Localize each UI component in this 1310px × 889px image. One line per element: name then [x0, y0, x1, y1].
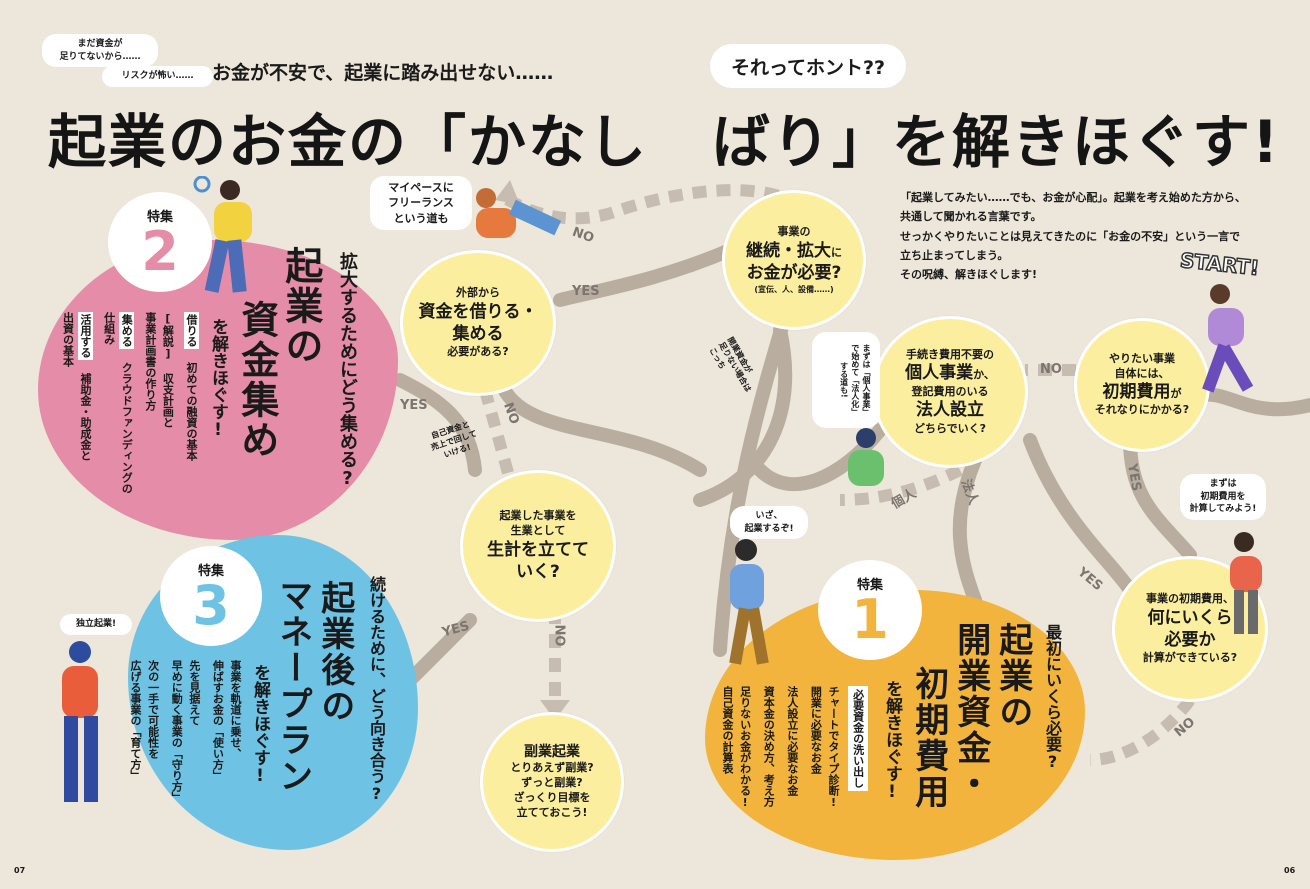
speech-dokuritsu: 独立起業!: [60, 614, 132, 635]
node-keizoku-kakudai: 事業の 継続・拡大に お金が必要? (宣伝、人、設備……): [722, 190, 866, 330]
person-phone-illustration: [1230, 532, 1262, 634]
node-kojin-hojin: 手続き費用不要の 個人事業か、 登記費用のいる 法人設立 どちらでいく?: [872, 316, 1028, 468]
node-shoki-hiyo: やりたい事業 自体には、 初期費用が それなりにかかる?: [1074, 318, 1210, 452]
question-badge: それってホント??: [710, 44, 906, 88]
feature2-badge: 特集 2: [108, 192, 212, 292]
feature2-item: 集める クラウドファンディングの 仕組み: [102, 312, 135, 494]
worry-bubble-risk: リスクが怖い……: [102, 66, 213, 87]
feature2-subtitle: を解きほぐす!: [208, 318, 228, 440]
lead-text: お金が不安で、起業に踏み出せない……: [212, 62, 554, 84]
speech-kojin-note: まずは「個人事業」 で始めて「法人化」 する道も!: [812, 332, 880, 428]
feature1-item: 法人設立に必要なお金: [785, 686, 799, 796]
feature1-badge: 特集 1: [818, 560, 922, 660]
title-left: 起業のお金の「かなし: [48, 108, 649, 176]
feature2-title-2: 資金集め: [234, 300, 279, 460]
feature3-title-1: 起業後の: [314, 580, 355, 724]
node-seikei: 起業した事業を 生業として 生計を立てて いく?: [460, 470, 616, 622]
person-thinking-illustration: [848, 428, 884, 486]
label-no-kojin: NO: [1040, 362, 1062, 377]
speech-iza: いざ、 起業するぞ!: [730, 506, 808, 540]
feature1-title-3: 初期費用: [908, 666, 949, 810]
speech-keisan-try: まずは 初期費用を 計算してみよう!: [1180, 474, 1266, 520]
person-fist-illustration: [729, 539, 769, 665]
person-laptop-illustration: [476, 188, 562, 238]
feature1-item: チャートでタイプ診断! 開業に必要なお金: [809, 686, 840, 809]
feature1-title-1: 起業の: [992, 622, 1033, 730]
node-fukugyo: 副業起業 とりあえず副業? ずっと副業? ざっくり目標を 立てておこう!: [480, 712, 624, 852]
feature1-title-2: 開業資金・: [950, 622, 991, 802]
speech-freelance: マイペースに フリーランス という道も: [370, 176, 472, 231]
person-magnifier-illustration: [193, 176, 252, 293]
feature2-list: 借りる 初めての融資の基本 [解説] 収支計画と 事業計画書の作り方 集める ク…: [61, 312, 200, 522]
feature2-item: 活用する 補助金・助成金と 出資の基本: [61, 312, 94, 461]
title-right: ばり」を解きほぐす!: [712, 108, 1281, 176]
feature3-question: 続けるために、どう向き合う?: [367, 576, 386, 803]
feature3-item: 次の一手で可能性を 広げる事業の「育て方」: [129, 660, 160, 781]
label-no-fukugyo: NO: [551, 624, 567, 647]
node-gaibu-shikin: 外部から 資金を借りる・ 集める 必要がある?: [400, 250, 556, 396]
feature2-item: 借りる 初めての融資の基本: [184, 312, 199, 461]
feature1-list: チャートでタイプ診断! 開業に必要なお金 法人設立に必要なお金 資本金の決め方、…: [721, 686, 842, 826]
feature3-badge: 特集 3: [160, 546, 262, 646]
feature2-title-1: 起業の: [278, 246, 323, 366]
label-yes-gaibu: YES: [572, 284, 600, 299]
feature1-subtitle: を解きほぐす!: [882, 680, 902, 802]
feature1-item: 足りないお金がわかる! 自己資金の計算表: [721, 686, 752, 809]
feature2-item: [解説] 収支計画と 事業計画書の作り方: [143, 312, 175, 428]
worry-bubble-money: まだ資金が 足りてないから……: [42, 34, 158, 68]
feature1-item: 資本金の決め方、考え方: [762, 686, 776, 807]
feature3-subtitle: を解きほぐす!: [250, 664, 270, 786]
label-yes-feature2: YES: [400, 398, 428, 413]
page-number-left: 07: [14, 866, 26, 875]
person-independent-illustration: [62, 641, 98, 802]
feature3-list: 事業を軌道に乗せ、 伸ばすお金の「使い方」 先を見据えて 早めに動く事業の「守り…: [114, 660, 244, 820]
intro-text: 「起業してみたい……でも、お金が心配」。起業を考え始めた方から、 共通して聞かれ…: [900, 191, 1246, 281]
feature3-item: 事業を軌道に乗せ、 伸ばすお金の「使い方」: [211, 660, 242, 781]
feature2-question: 拡大するためにどう集める?: [337, 252, 358, 489]
feature3-item: 先を見据えて 早めに動く事業の「守り方」: [170, 660, 201, 803]
feature1-tag: 必要資金の洗い出し: [848, 686, 868, 791]
page-number-right: 06: [1284, 866, 1296, 875]
feature3-title-2: マネープラン: [272, 578, 313, 794]
feature1-question: 最初にいくら必要?: [1043, 624, 1062, 771]
person-running-illustration: [1202, 284, 1254, 393]
